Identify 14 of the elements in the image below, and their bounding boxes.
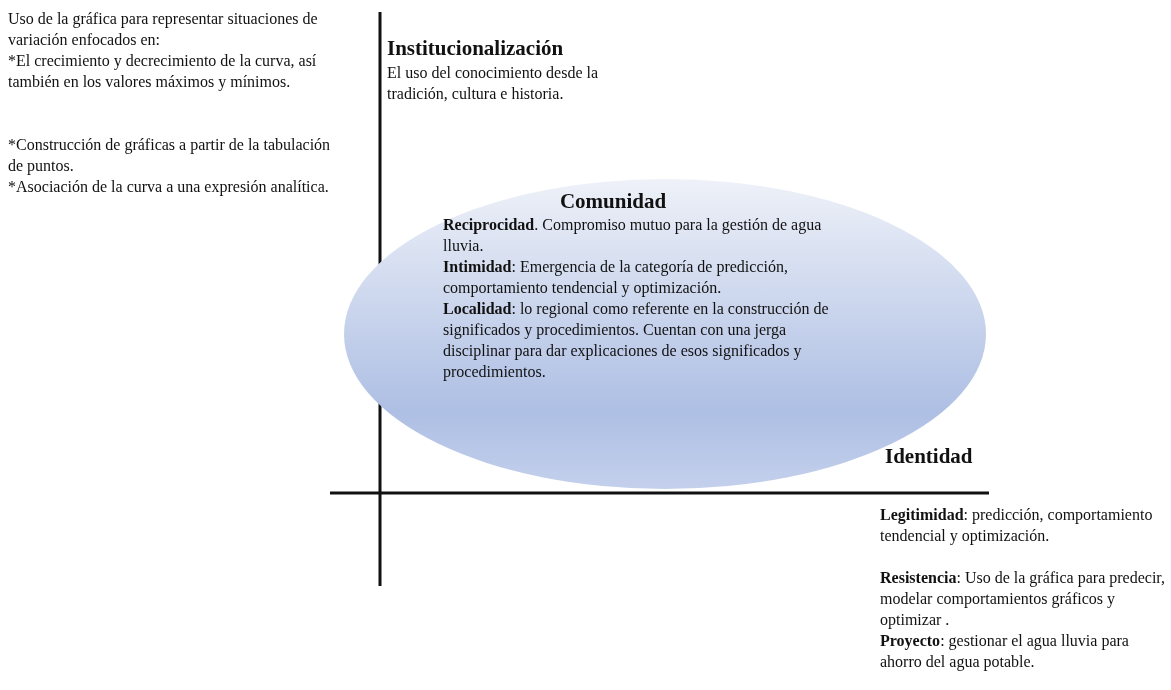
heading: Identidad bbox=[885, 443, 973, 469]
paragraph: Reciprocidad. Compromiso mutuo para la gestión de agua lluvia. bbox=[443, 215, 823, 256]
paragraph: El uso del conocimiento desde la tradición, cultura e historia. bbox=[387, 63, 600, 104]
paragraph: Legitimidad: predicción, comportamiento tendencial y optimización. bbox=[880, 505, 1154, 546]
paragraph: *Construcción de gráficas a partir de la tabulación de puntos. bbox=[8, 135, 332, 176]
paragraph: Uso de la gráfica para representar situaciones de variación enfocados en: bbox=[8, 9, 319, 50]
paragraph: Resistencia: Uso de la gráfica para predecir, modelar comportamientos gráficos y optimizar . bbox=[880, 568, 1165, 630]
heading: Comunidad bbox=[558, 188, 668, 214]
heading: Institucionalización bbox=[387, 35, 564, 61]
paragraph: *El crecimiento y decrecimiento de la curva, así también en los valores máximos y mínimos. bbox=[8, 51, 318, 92]
paragraph: Localidad: lo regional como referente en la construcción de significados y procedimientos. Cuentan con una jerga disciplinar para dar explicaciones de esos significados y procedimientos. bbox=[443, 299, 830, 382]
paragraph: *Asociación de la curva a una expresión analítica. bbox=[8, 177, 330, 197]
paragraph: Intimidad: Emergencia de la categoría de predicción, comportamiento tendencial y optimización. bbox=[443, 257, 789, 298]
paragraph: Proyecto: gestionar el agua lluvia para ahorro del agua potable. bbox=[880, 631, 1130, 672]
